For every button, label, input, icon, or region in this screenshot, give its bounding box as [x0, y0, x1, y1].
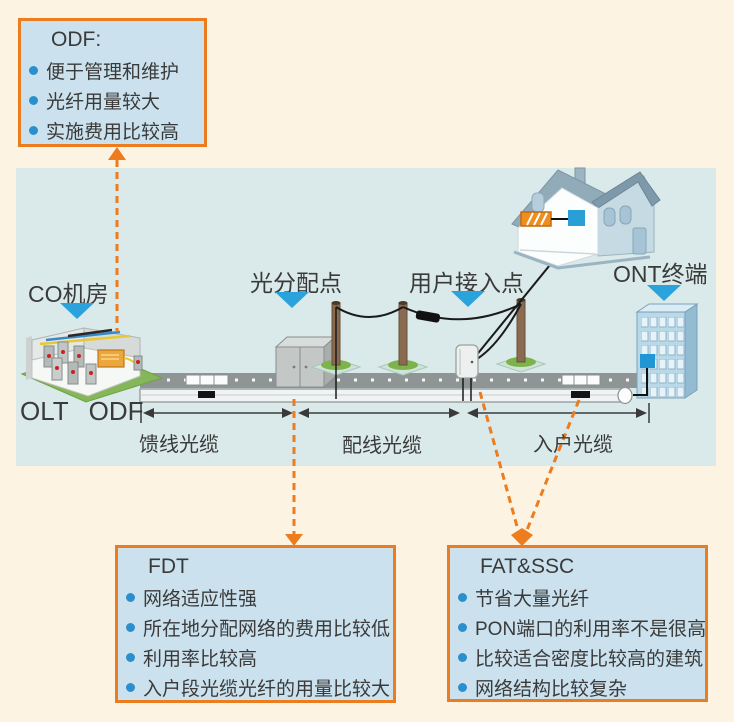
bullet-item: 光纤用量较大: [27, 85, 200, 115]
label-drop-cable: 入户光缆: [533, 434, 613, 456]
bullet-text: 利用率比较高: [143, 648, 258, 670]
pointer-down-icon: [647, 285, 681, 301]
bullet-item: 网络适应性强: [124, 582, 389, 612]
arrow-up-icon: [108, 147, 126, 160]
callout-title: ODF:: [51, 28, 102, 51]
duct-cable-marker-feeder: [198, 391, 215, 398]
bullet-dot-icon: [458, 652, 467, 662]
pointer-down-icon: [275, 292, 309, 308]
drop-cable-to-fat: [476, 303, 522, 360]
callout-connectors: [115, 160, 581, 534]
bullet-dot-icon: [29, 125, 38, 135]
connector-fat-right: [525, 399, 581, 531]
bullet-dot-icon: [126, 682, 135, 692]
road: [140, 373, 640, 388]
bullet-dot-icon: [126, 652, 135, 662]
bullet-text: 网络结构比较复杂: [475, 678, 628, 700]
label-distribution-cable: 配线光缆: [342, 435, 422, 457]
equipment-racks: [43, 341, 97, 385]
dormer-window: [531, 192, 545, 213]
connector-arrowheads: [108, 147, 533, 546]
co-equipment-room-illustration: [20, 327, 164, 403]
bullet-item: PON端口的利用率不是很高: [456, 612, 706, 642]
bullet-dot-icon: [29, 65, 38, 75]
road-marker: [561, 374, 601, 386]
underground-duct: [139, 386, 633, 405]
cable-segment-dimension-lines: [140, 403, 650, 423]
bullet-dot-icon: [126, 592, 135, 602]
bullet-item: 节省大量光纤: [456, 582, 701, 612]
bullet-text: 节省大量光纤: [475, 588, 590, 610]
bullet-item: 所在地分配网络的费用比较低: [124, 612, 391, 642]
window: [619, 205, 632, 225]
arrow-down-icon: [285, 534, 303, 546]
label-distribution-point: 光分配点: [250, 270, 342, 296]
window: [603, 207, 616, 227]
ont-device-building: [640, 354, 655, 368]
bullet-text: 便于管理和维护: [46, 61, 180, 83]
bullet-dot-icon: [29, 95, 38, 105]
bullet-text: PON端口的利用率不是很高: [475, 618, 707, 640]
utility-poles-and-cables: [310, 259, 555, 399]
cable-splice-closure: [415, 310, 441, 323]
bullet-item: 网络结构比较复杂: [456, 672, 701, 702]
label-feeder-cable: 馈线光缆: [139, 434, 219, 456]
odf-callout-box: ODF: 便于管理和维护 光纤用量较大 实施费用比较高: [18, 18, 207, 147]
pointer-down-icon: [60, 303, 94, 319]
bullet-dot-icon: [126, 622, 135, 632]
house-illustration: [511, 167, 661, 270]
bullet-item: 便于管理和维护: [27, 55, 200, 85]
indoor-terminal-box: [520, 211, 552, 227]
ont-device-house: [568, 210, 585, 226]
bullet-item: 入户段光缆光纤的用量比较大: [124, 672, 391, 702]
bullet-dot-icon: [458, 592, 467, 602]
bullet-dot-icon: [458, 622, 467, 632]
bullet-text: 光纤用量较大: [46, 91, 161, 113]
drop-cable-to-house: [474, 259, 555, 358]
fat-ssc-callout-box: FAT&SSC 节省大量光纤 PON端口的利用率不是很高 比较适合密度比较高的建…: [447, 545, 708, 702]
label-odf: ODF: [88, 396, 144, 426]
fat-access-terminal: [455, 344, 479, 401]
bullet-text: 实施费用比较高: [46, 121, 180, 143]
bullet-item: 利用率比较高: [124, 642, 389, 672]
utility-pole: [377, 301, 429, 376]
fdt-callout-box: FDT 网络适应性强 所在地分配网络的费用比较低 利用率比较高 入户段光缆光纤的…: [115, 545, 396, 703]
road-marker: [185, 374, 229, 386]
arrow-down-icon: [511, 528, 533, 546]
duct-opening: [617, 386, 633, 405]
building-drop-cable: [633, 368, 648, 396]
bullet-text: 网络适应性强: [143, 588, 258, 610]
utility-pole: [495, 298, 547, 373]
aerial-cable: [402, 303, 522, 321]
callout-title: FAT&SSC: [480, 555, 575, 578]
bullet-text: 比较适合密度比较高的建筑: [475, 648, 704, 670]
label-olt: OLT: [20, 396, 69, 426]
bullet-text: 所在地分配网络的费用比较低: [143, 618, 391, 640]
odf-frame-device: [97, 349, 143, 371]
aerial-cable: [335, 306, 404, 318]
duct-cable-marker-drop: [571, 391, 590, 398]
bullet-dot-icon: [458, 682, 467, 692]
bullet-item: 比较适合密度比较高的建筑: [456, 642, 704, 672]
label-co-room: CO机房: [28, 281, 109, 307]
door: [632, 227, 647, 255]
pointer-down-icon: [451, 291, 485, 307]
bullet-item: 实施费用比较高: [27, 115, 200, 145]
label-ont-terminal: ONT终端: [613, 261, 708, 287]
label-olt-odf: OLT ODF: [20, 396, 144, 427]
callout-title: FDT: [148, 555, 189, 578]
apartment-building-illustration: [633, 303, 699, 399]
bullet-text: 入户段光缆光纤的用量比较大: [143, 678, 391, 700]
